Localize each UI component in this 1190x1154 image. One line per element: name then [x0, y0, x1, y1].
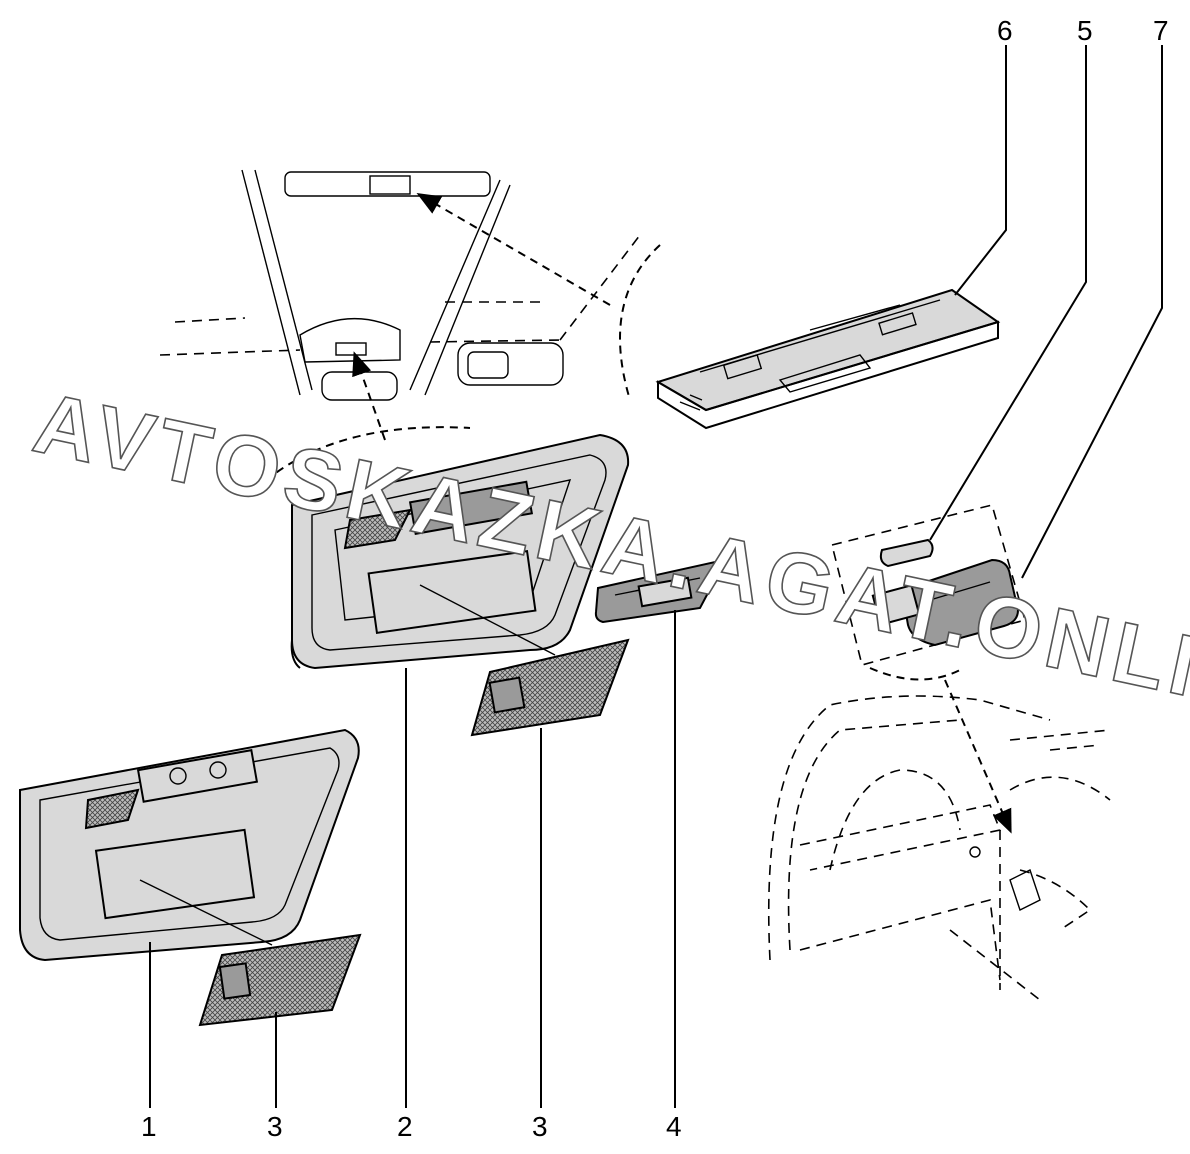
- part-6-overhead-console: [655, 288, 1001, 430]
- callout-5: 5: [1077, 15, 1093, 46]
- callout-7: 7: [1153, 15, 1169, 46]
- part-2-lamp-housing: [254, 351, 630, 670]
- callout-3-lower: 3: [267, 1111, 283, 1142]
- part-3-lens-upper: [470, 638, 630, 737]
- part-4-small-lamp: [594, 560, 721, 624]
- callout-2: 2: [397, 1111, 413, 1142]
- callout-1: 1: [141, 1111, 157, 1142]
- parts-5-7-boot-lamp: [831, 504, 1026, 834]
- callout-3-upper: 3: [532, 1111, 548, 1142]
- callout-4: 4: [666, 1111, 682, 1142]
- ceiling-scene: [159, 169, 661, 401]
- part-3-lens-lower: [198, 933, 362, 1027]
- callout-6: 6: [997, 15, 1013, 46]
- leader-lines: [149, 45, 1163, 1108]
- part-1-lamp-housing: [19, 728, 360, 962]
- boot-scene: [767, 695, 1111, 1001]
